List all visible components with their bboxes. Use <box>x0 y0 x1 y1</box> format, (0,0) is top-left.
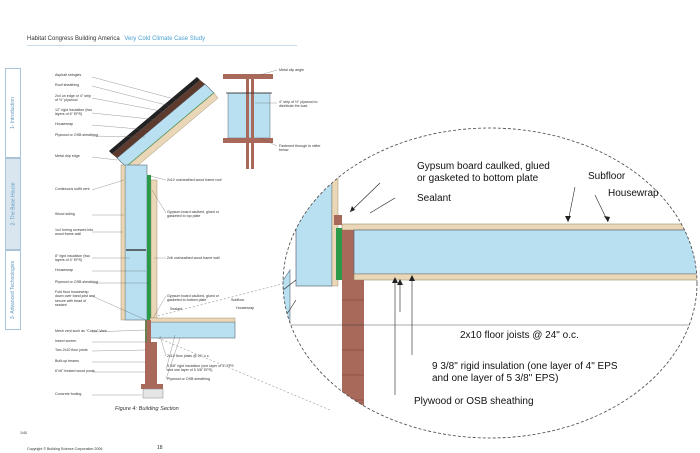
foundation <box>141 342 164 399</box>
header-title: Habitat Congress Building America <box>27 36 120 42</box>
label-built-up-beams: Built-up beams <box>55 359 79 363</box>
zoom-label-gypsum-1: Gypsum board caulked, glued <box>417 161 550 172</box>
zoom-label-plywood: Plywood or OSB sheathing <box>414 396 534 407</box>
label-rigid-wall: 8" rigid insulation (two layers of 4" EP… <box>55 254 91 263</box>
label-sealant: Sealant <box>170 307 183 311</box>
zoom-label-sealant: Sealant <box>417 193 451 204</box>
zoom-circle-outline <box>282 127 698 439</box>
tab-introduction[interactable]: 1- Introduction <box>5 68 21 158</box>
label-vent-spacer: 2x4 on edge or 4" strip of ½" plywood <box>55 94 92 103</box>
label-plywood-floor: Plywood or OSB sheathing <box>167 377 210 381</box>
wall-assembly <box>120 164 158 321</box>
zoom-label-insul-2: and one layer of 5 3/8" EPS) <box>432 373 559 384</box>
label-soffit-vent: Continuous soffit vent <box>55 187 90 191</box>
label-gypsum-bottom: Gypsum board caulked, glued or gasketed … <box>167 294 219 303</box>
zoom-detail <box>283 128 697 438</box>
label-roof-sheathing: Roof sheathing <box>55 83 80 87</box>
label-drip-edge: Metal drip edge <box>55 154 80 158</box>
label-asphalt-shingles: Asphalt shingles <box>55 73 82 77</box>
zoom-label-subfloor: Subfloor <box>588 171 626 182</box>
label-floor-insulation: 9 3/8" rigid insulation (one layer of 4"… <box>167 364 234 373</box>
roof-assembly <box>109 77 219 173</box>
label-wall-frame: 2x6 unsheathed wood frame wall <box>167 256 220 260</box>
label-joists-note: 2x10 floor joists @ 24" o.c. <box>167 354 210 358</box>
floor-assembly <box>145 317 236 342</box>
roof-detail-callout <box>223 69 278 169</box>
label-insect-screen: Insect screen <box>55 339 77 343</box>
label-mesh-vent: Mesh vent such as "Cobra" Vent <box>55 329 107 333</box>
zoom-label-housewrap: Housewrap <box>608 188 659 199</box>
footer-copyright: Copyright © Building Science Corporation… <box>27 447 103 451</box>
zoom-label-joists: 2x10 floor joists @ 24" o.c. <box>460 330 579 341</box>
label-posts: 6"x6" treated wood posts <box>55 369 95 373</box>
label-fastened: Fastened through to rafter below <box>279 144 321 153</box>
footer-small: 1/40 <box>20 431 27 435</box>
label-strip: 4" strip of ½" plywood to distribute the… <box>279 100 318 109</box>
leader-lines <box>91 76 181 396</box>
zoom-label-insul-1: 9 3/8" rigid insulation (one layer of 4"… <box>432 361 618 372</box>
label-housewrap-roof: Housewrap <box>55 122 74 126</box>
tab-base-house[interactable]: 2- The Base House <box>5 158 21 250</box>
label-housewrap-floor: Housewrap <box>236 306 255 310</box>
label-concrete-footing: Concrete footing <box>55 392 82 396</box>
label-furring: 1x4 furring screwed into wood frame wall <box>55 228 94 237</box>
label-metal-clip: Metal clip angle <box>279 68 304 72</box>
header-subtitle: Very Cold Climate Case Study <box>124 36 206 42</box>
tab-advanced-technologies[interactable]: 3- Advanced Technologies <box>5 250 21 330</box>
page-number: 18 <box>157 445 163 451</box>
label-gypsum-top: Gypsum board caulked, glued or gasketed … <box>167 210 219 219</box>
label-wood-siding: Wood siding <box>55 212 75 216</box>
label-plywood-wall: Plywood or OSB sheathing <box>55 280 98 284</box>
header-rule <box>27 45 297 46</box>
zoom-label-gypsum-2: or gasketed to bottom plate <box>417 173 539 184</box>
label-plywood-roof: Plywood or OSB sheathing <box>55 133 98 137</box>
label-housewrap-wall: Housewrap <box>55 268 74 272</box>
label-roof-truss: 2x10 unsheathed wood frame roof <box>167 178 222 182</box>
figure-caption: Figure 4: Building Section <box>115 406 179 412</box>
label-rigid-roof: 12" rigid insulation (two layers of 6" E… <box>55 108 93 117</box>
page-header: Habitat Congress Building America Very C… <box>27 36 205 42</box>
label-fold-housewrap: Fold floor housewrap down over band jois… <box>55 290 95 308</box>
label-subfloor: Subfloor <box>231 298 245 302</box>
label-floor-joists: Two 2x10 floor joists <box>55 348 88 352</box>
